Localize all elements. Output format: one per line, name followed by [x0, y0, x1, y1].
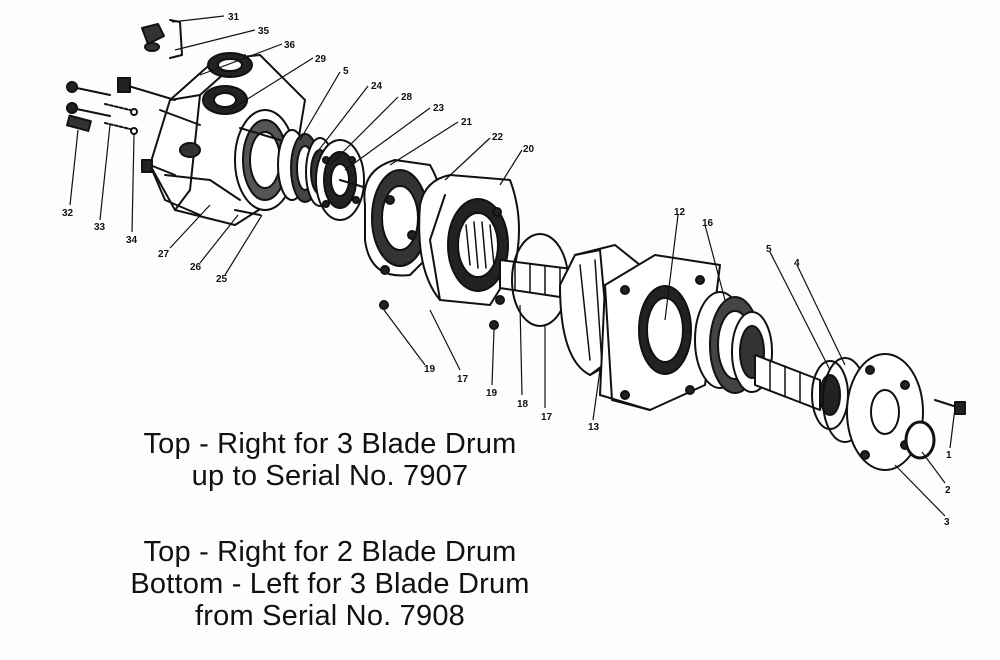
part-label-13: 13	[588, 422, 600, 433]
part-label-3: 3	[944, 517, 950, 528]
part-label-26: 26	[190, 262, 202, 273]
part-label-19b: 19	[486, 388, 498, 399]
part-label-18: 18	[517, 399, 529, 410]
part-label-31: 31	[228, 12, 240, 23]
caption-line: from Serial No. 7908	[195, 600, 465, 632]
caption-line: Top - Right for 2 Blade Drum	[143, 536, 517, 568]
caption-line: Top - Right for 3 Blade Drum	[143, 428, 517, 460]
caption-line: Bottom - Left for 3 Blade Drum	[130, 568, 530, 600]
part-label-25: 25	[216, 274, 228, 285]
mounting-flange	[599, 254, 721, 411]
part-label-22: 22	[492, 132, 504, 143]
part-label-4: 4	[794, 258, 800, 269]
part-label-21: 21	[461, 117, 473, 128]
part-label-1: 1	[946, 450, 952, 461]
part-label-5b: 5	[766, 244, 772, 255]
part-number-labels: 31 35 36 29 5 24 28 23 21 22 20 12 16 5 …	[62, 12, 952, 528]
part-label-24: 24	[371, 81, 383, 92]
leader-lines	[69, 15, 956, 517]
part-label-36: 36	[284, 40, 296, 51]
part-label-32: 32	[62, 208, 74, 219]
part-label-12: 12	[674, 207, 686, 218]
nut	[489, 320, 499, 330]
part-label-28: 28	[401, 92, 413, 103]
caption-line: up to Serial No. 7907	[191, 460, 469, 492]
part-label-35: 35	[258, 26, 270, 37]
part-label-29: 29	[315, 54, 327, 65]
breather-cap	[141, 19, 183, 59]
seal-stack	[277, 129, 391, 221]
part-label-33: 33	[94, 222, 106, 233]
nut	[379, 300, 389, 310]
part-label-27: 27	[158, 249, 170, 260]
part-label-23: 23	[433, 103, 445, 114]
part-label-17a: 17	[457, 374, 469, 385]
end-cover	[846, 353, 936, 471]
gerotor-body	[418, 174, 520, 306]
part-label-16: 16	[702, 218, 714, 229]
caption-block-1: Top - Right for 3 Blade Drum up to Seria…	[50, 428, 610, 492]
fasteners-left	[66, 81, 138, 135]
part-label-19a: 19	[424, 364, 436, 375]
end-bolt	[934, 399, 966, 415]
part-label-2: 2	[945, 485, 951, 496]
part-label-17b: 17	[541, 412, 553, 423]
output-shaft	[754, 354, 821, 411]
caption-block-2: Top - Right for 2 Blade Drum Bottom - Le…	[50, 536, 610, 632]
part-label-20: 20	[523, 144, 535, 155]
part-label-34: 34	[126, 235, 138, 246]
part-label-5: 5	[343, 66, 349, 77]
housing-bolts	[117, 77, 281, 216]
